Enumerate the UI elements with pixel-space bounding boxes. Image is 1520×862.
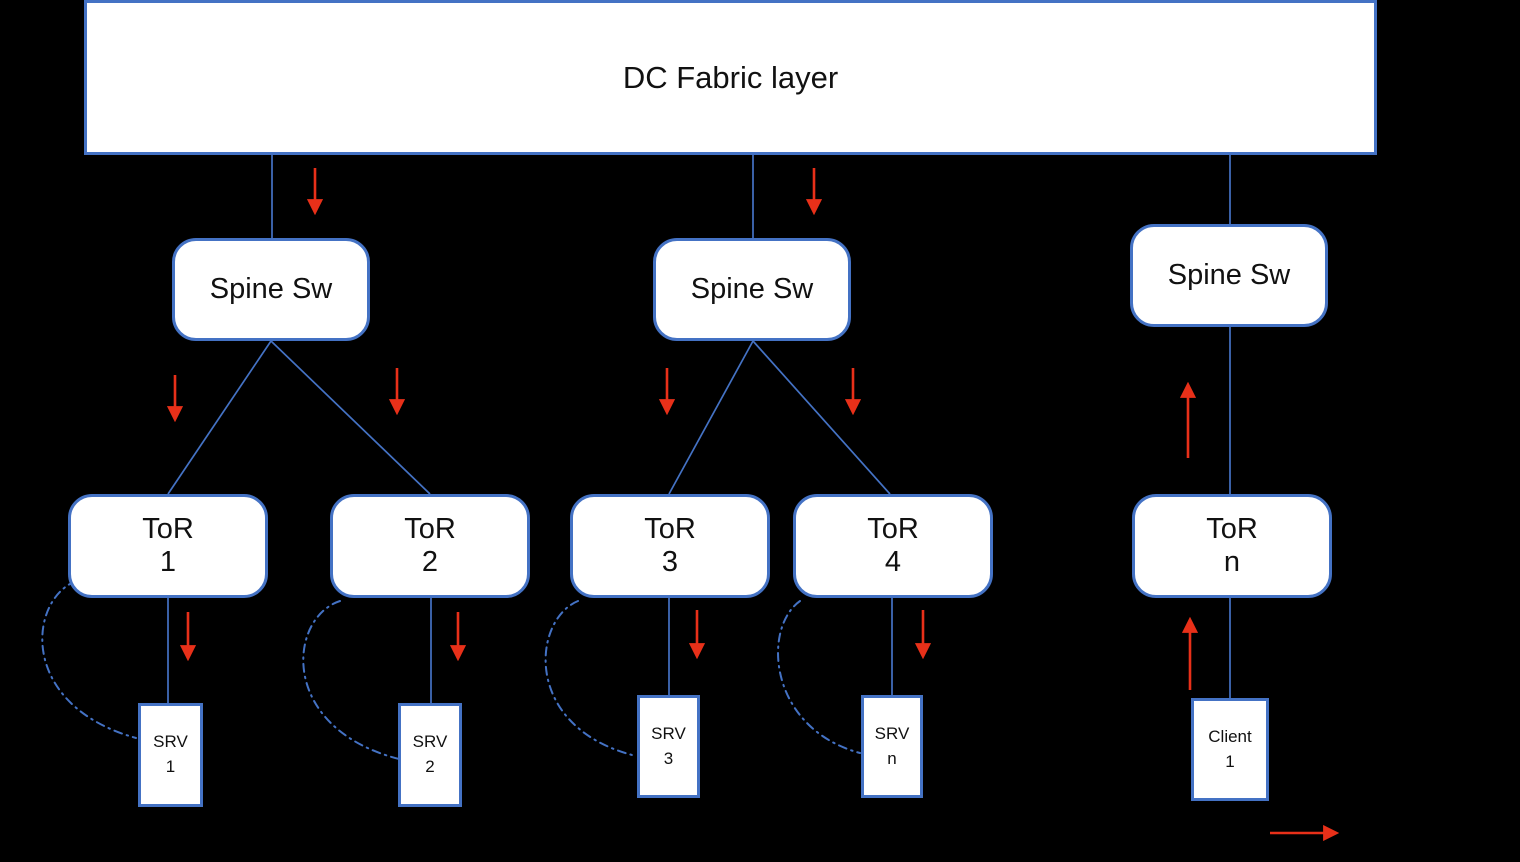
link-spine2-tor4 xyxy=(752,340,891,495)
server-n-name: SRV xyxy=(874,723,910,743)
tor-switch-3-box: ToR 3 xyxy=(570,494,770,598)
link-spine1-tor2 xyxy=(270,340,431,495)
tor-switch-4-name: ToR xyxy=(867,512,919,545)
server-2-name: SRV xyxy=(412,732,448,752)
tor-switch-1-number: 1 xyxy=(159,546,177,578)
loop-tor3-srv3 xyxy=(544,600,637,757)
tor-switch-1-box: ToR 1 xyxy=(68,494,268,598)
server-n-box: SRV n xyxy=(861,695,923,798)
tor-switch-2-number: 2 xyxy=(421,546,439,578)
dc-fabric-layer-label: DC Fabric layer xyxy=(622,59,839,95)
server-1-name: SRV xyxy=(153,732,188,752)
tor-switch-2-box: ToR 2 xyxy=(330,494,530,598)
spine-switch-1-label: Spine Sw xyxy=(209,273,333,305)
spine-switch-n-box: Spine Sw xyxy=(1130,224,1328,327)
spine-switch-n-label: Spine Sw xyxy=(1167,259,1291,291)
link-spine1-tor1 xyxy=(167,340,272,495)
server-3-box: SRV 3 xyxy=(637,695,700,798)
spine-switch-2-box: Spine Sw xyxy=(653,238,851,341)
link-spine2-tor3 xyxy=(668,340,754,495)
tor-switch-2-name: ToR xyxy=(404,512,456,545)
server-1-box: SRV 1 xyxy=(138,703,203,807)
client-1-name: Client xyxy=(1208,726,1252,746)
tor-switch-3-number: 3 xyxy=(661,546,679,578)
dc-fabric-layer-box: DC Fabric layer xyxy=(84,0,1377,155)
server-3-number: 3 xyxy=(663,748,674,768)
tor-switch-n-name: ToR xyxy=(1206,512,1258,545)
server-3-name: SRV xyxy=(651,723,686,743)
tor-switch-n-box: ToR n xyxy=(1132,494,1332,598)
loop-tor1-srv1 xyxy=(41,580,137,739)
tor-switch-3-name: ToR xyxy=(644,512,696,545)
tor-switch-1-name: ToR xyxy=(142,512,194,545)
client-1-box: Client 1 xyxy=(1191,698,1269,801)
tor-switch-4-number: 4 xyxy=(884,546,902,578)
loop-tor4-srvn xyxy=(777,600,861,754)
server-2-box: SRV 2 xyxy=(398,703,462,807)
spine-switch-2-label: Spine Sw xyxy=(690,273,814,305)
server-1-number: 1 xyxy=(165,757,176,776)
server-2-number: 2 xyxy=(425,757,435,776)
tor-switch-4-box: ToR 4 xyxy=(793,494,993,598)
client-1-number: 1 xyxy=(1225,751,1235,771)
server-n-number: n xyxy=(887,748,897,768)
spine-switch-1-box: Spine Sw xyxy=(172,238,370,341)
tor-switch-n-number: n xyxy=(1223,546,1241,578)
loop-tor2-srv2 xyxy=(302,600,400,760)
